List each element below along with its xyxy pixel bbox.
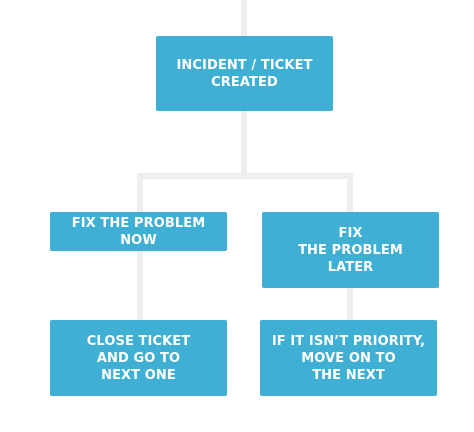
connector-root-down — [241, 110, 247, 176]
connector-top-stem — [241, 0, 247, 36]
connector-left-branch — [137, 173, 143, 213]
node-fix-problem-now: FIX THE PROBLEM NOW — [50, 212, 227, 251]
node-label: FIX THE PROBLEM NOW — [71, 215, 206, 248]
node-close-ticket: CLOSE TICKET AND GO TO NEXT ONE — [50, 320, 227, 396]
node-label: IF IT ISN’T PRIORITY, MOVE ON TO THE NEX… — [271, 333, 426, 383]
connector-horizontal — [137, 173, 353, 179]
node-incident-ticket-created: INCIDENT / TICKET CREATED — [156, 36, 333, 111]
connector-right-lower — [347, 287, 353, 321]
connector-right-branch — [347, 173, 353, 213]
node-label: FIX THE PROBLEM LATER — [298, 225, 403, 275]
node-fix-problem-later: FIX THE PROBLEM LATER — [262, 212, 439, 288]
node-move-on: IF IT ISN’T PRIORITY, MOVE ON TO THE NEX… — [260, 320, 437, 396]
node-label: INCIDENT / TICKET CREATED — [176, 57, 313, 90]
node-label: CLOSE TICKET AND GO TO NEXT ONE — [86, 333, 191, 383]
connector-left-lower — [137, 251, 143, 321]
